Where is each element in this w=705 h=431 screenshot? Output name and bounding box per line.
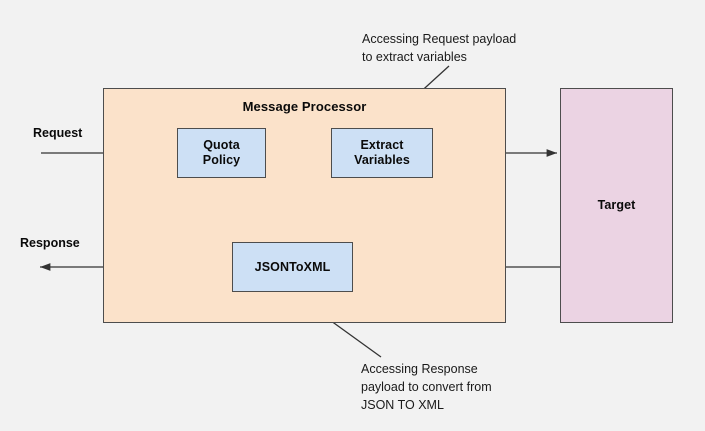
policy-node-jsontoxml[interactable]: JSONToXML	[232, 242, 353, 292]
response-flow-label: Response	[20, 236, 80, 250]
policy-node-extract-variables[interactable]: Extract Variables	[331, 128, 433, 178]
policy-label-extract-line1: Extract	[360, 138, 404, 153]
callout-request-payload: Accessing Request payload to extract var…	[362, 32, 517, 64]
policy-label-quota-line1: Quota	[203, 138, 240, 153]
policy-label-quota: Quota Policy	[203, 138, 240, 168]
policy-label-quota-line2: Policy	[202, 153, 241, 167]
target-label: Target	[597, 198, 636, 213]
callout-response-payload: Accessing Response payload to convert fr…	[361, 362, 492, 412]
request-flow-label: Request	[33, 126, 83, 140]
target-container[interactable]: Target	[560, 88, 673, 323]
policy-label-extract-variables: Extract Variables	[354, 138, 410, 168]
policy-label-extract-line2: Variables	[354, 153, 410, 167]
message-processor-label: Message Processor	[242, 99, 367, 114]
policy-label-jsontoxml: JSONToXML	[254, 259, 331, 274]
policy-node-quota[interactable]: Quota Policy	[177, 128, 266, 178]
